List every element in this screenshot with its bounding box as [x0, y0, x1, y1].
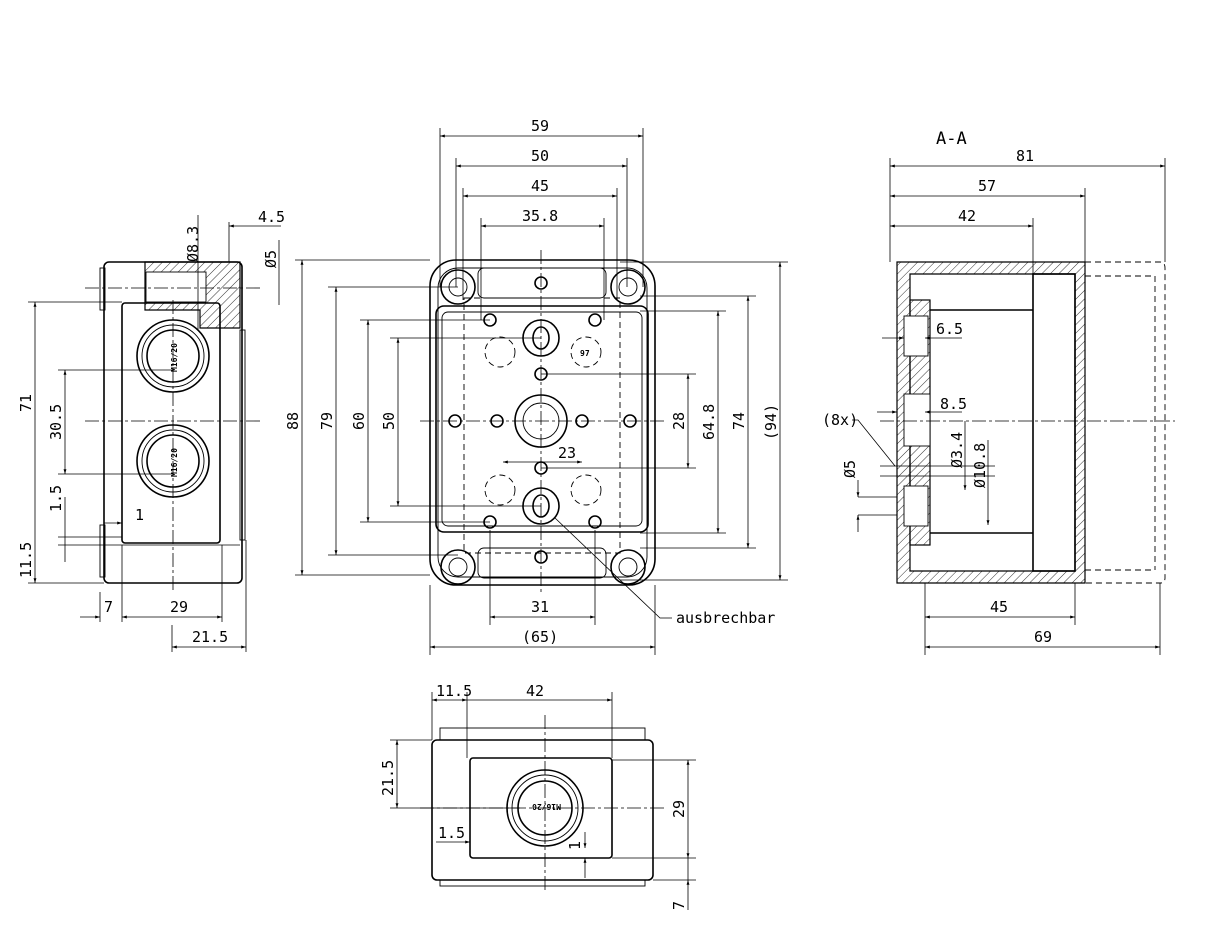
dim-81: 81	[1016, 147, 1034, 165]
dim-7: 7	[104, 598, 113, 616]
dim-d3-4: Ø3.4	[948, 432, 966, 468]
dim-71: 71	[17, 394, 35, 412]
dim-88: 88	[284, 412, 302, 430]
dim-21-5-bottom: 21.5	[379, 760, 397, 796]
dim-1-5: 1.5	[47, 485, 65, 512]
dim-11-5-bottom: 11.5	[436, 682, 472, 700]
dim-d5: Ø5	[262, 250, 280, 268]
dim-1: 1	[135, 506, 144, 524]
dim-d5-section: Ø5	[841, 460, 859, 478]
dim-64-8: 64.8	[700, 404, 718, 440]
dim-7-bottom: 7	[670, 901, 688, 910]
bottom-view: M16/20 11.5 42 21.5 29 1.5 1 7	[379, 682, 696, 910]
corner-screws	[440, 269, 646, 585]
dim-29: 29	[170, 598, 188, 616]
dim-23: 23	[558, 444, 576, 462]
dim-1-5-bottom: 1.5	[438, 824, 465, 842]
dim-11-5: 11.5	[17, 542, 35, 578]
dim-74: 74	[730, 412, 748, 430]
dim-69: 69	[1034, 628, 1052, 646]
dim-6-5: 6.5	[936, 320, 963, 338]
dim-1-bottom: 1	[566, 841, 584, 850]
dim-45: 45	[531, 177, 549, 195]
section-title: A-A	[936, 129, 967, 149]
dim-65: (65)	[522, 628, 558, 646]
dim-57: 57	[978, 177, 996, 195]
dim-29-bottom: 29	[670, 800, 688, 818]
dim-d8-3: Ø8.3	[184, 226, 202, 262]
svg-text:M16/20: M16/20	[170, 448, 179, 477]
dim-60: 60	[350, 412, 368, 430]
gland-mark: 97	[580, 349, 590, 358]
cable-gland-top: M16/20	[136, 319, 210, 393]
dim-4-5: 4.5	[258, 208, 285, 226]
dim-35-8: 35.8	[522, 207, 558, 225]
dim-8x: (8x)	[822, 411, 858, 429]
dim-28: 28	[670, 412, 688, 430]
left-view: M16/20 M16/20 Ø8.3 4.5 Ø5 7	[17, 208, 285, 652]
dim-21-5: 21.5	[192, 628, 228, 646]
dim-50-v: 50	[380, 412, 398, 430]
dim-59: 59	[531, 117, 549, 135]
dim-31: 31	[531, 598, 549, 616]
cable-gland-bottom: M16/20	[136, 424, 210, 498]
dim-42: 42	[958, 207, 976, 225]
dim-42-bottom: 42	[526, 682, 544, 700]
front-view: 97	[284, 117, 788, 655]
dim-45-section: 45	[990, 598, 1008, 616]
dim-79: 79	[318, 412, 336, 430]
dim-8-5: 8.5	[940, 395, 967, 413]
dim-d10-8: Ø10.8	[971, 443, 989, 488]
section-view-a-a: A-A	[822, 129, 1175, 655]
dim-30-5: 30.5	[47, 404, 65, 440]
dim-94: (94)	[762, 404, 780, 440]
svg-text:M16/20: M16/20	[532, 802, 561, 811]
svg-text:M16/20: M16/20	[170, 343, 179, 372]
callout-ausbrechbar: ausbrechbar	[676, 609, 775, 627]
dim-50: 50	[531, 147, 549, 165]
